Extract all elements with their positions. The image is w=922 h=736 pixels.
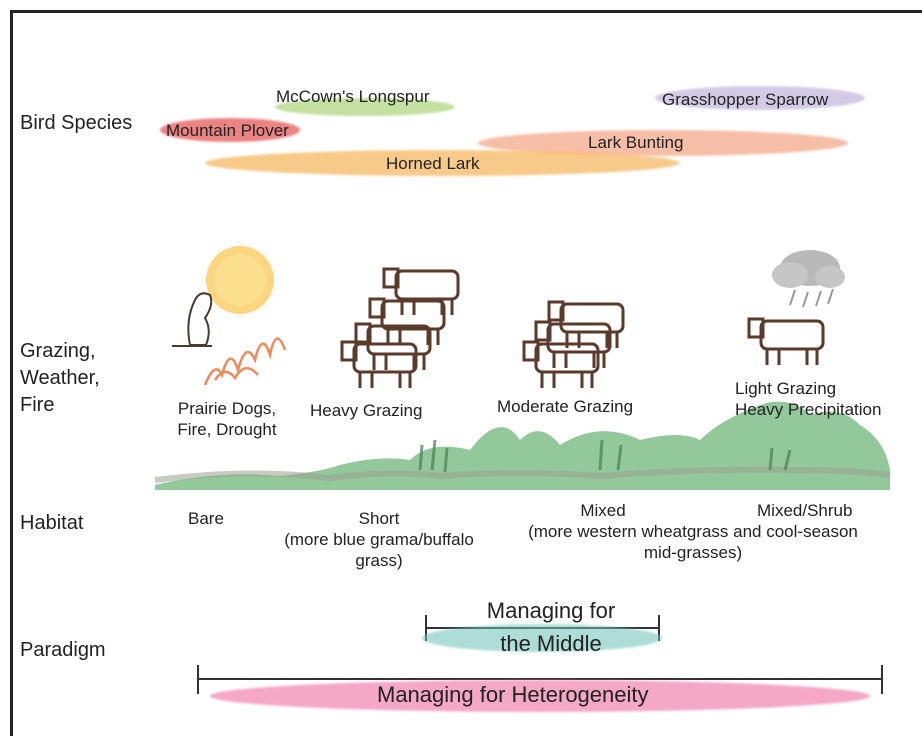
habitat-grass-band: [154, 401, 891, 490]
row-label-paradigm: Paradigm: [20, 639, 106, 661]
plover-range-stroke: [160, 118, 300, 142]
horned-lark-range-stroke: [205, 150, 680, 176]
bird-mountain-plover: Mountain Plover: [166, 121, 289, 140]
habitat-mixed: Mixed (more western wheatgrass and cool-…: [504, 500, 882, 563]
diagram-frame: [10, 10, 922, 736]
habitat-short-line3: grass): [355, 551, 403, 570]
row-label-grazing: Grazing, Weather, Fire: [20, 338, 100, 419]
label-prairie-dogs-line1: Prairie Dogs,: [177, 399, 277, 418]
row-label-grazing-line3: Fire: [20, 394, 55, 416]
prairie-dog-icon: [172, 292, 213, 347]
moderate-grazing-cattle: [522, 300, 625, 390]
row-label-grazing-line1: Grazing,: [20, 340, 96, 362]
label-light-grazing-line2: Heavy Precipitation: [735, 400, 882, 419]
bird-mccowns-longspur: McCown's Longspur: [276, 87, 430, 106]
rain-cloud-icon: [772, 250, 845, 308]
mccowns-range-stroke: [275, 98, 455, 116]
paradigm-middle-line2: the Middle: [500, 631, 602, 656]
habitat-short: Short (more blue grama/buffalo grass): [268, 508, 490, 571]
light-grazing-cattle: [747, 317, 825, 367]
label-light-grazing-line1: Light Grazing: [735, 379, 837, 398]
heterogeneity-range-line: [197, 665, 883, 694]
habitat-mixed-line3: mid-grasses): [643, 543, 743, 562]
heavy-grazing-cattle: [340, 267, 460, 390]
habitat-short-line1: Short: [358, 509, 400, 528]
paradigm-heterogeneity: Managing for Heterogeneity: [377, 682, 649, 707]
bird-grasshopper-sparrow: Grasshopper Sparrow: [662, 90, 829, 109]
heterogeneity-stroke: [210, 680, 870, 712]
row-label-habitat: Habitat: [20, 512, 84, 534]
bird-horned-lark: Horned Lark: [386, 154, 480, 173]
habitat-mixed-line1: Mixed: [580, 501, 626, 520]
sun-icon: [206, 246, 274, 314]
fire-icon: [203, 337, 287, 386]
label-prairie-dogs-line2: Fire, Drought: [177, 420, 277, 439]
label-moderate-grazing: Moderate Grazing: [497, 397, 634, 416]
row-label-bird-species: Bird Species: [20, 112, 133, 134]
middle-stroke: [422, 624, 662, 652]
label-heavy-grazing: Heavy Grazing: [310, 401, 423, 420]
grasshopper-range-stroke: [655, 86, 865, 110]
habitat-bare: Bare: [188, 509, 224, 528]
bird-lark-bunting: Lark Bunting: [588, 133, 684, 152]
habitat-mixed-line2: (more western wheatgrass and cool-season: [528, 522, 858, 541]
label-prairie-dogs-fire-drought: Prairie Dogs, Fire, Drought: [162, 398, 292, 440]
habitat-short-line2: (more blue grama/buffalo: [284, 530, 474, 549]
paradigm-middle-line1: Managing for: [486, 598, 616, 623]
habitat-mixed-shrub: Mixed/Shrub: [757, 501, 853, 520]
row-label-grazing-line2: Weather,: [20, 367, 100, 389]
paradigm-middle: Managing for the Middle: [440, 594, 662, 660]
label-light-grazing: Light Grazing Heavy Precipitation: [735, 378, 881, 420]
